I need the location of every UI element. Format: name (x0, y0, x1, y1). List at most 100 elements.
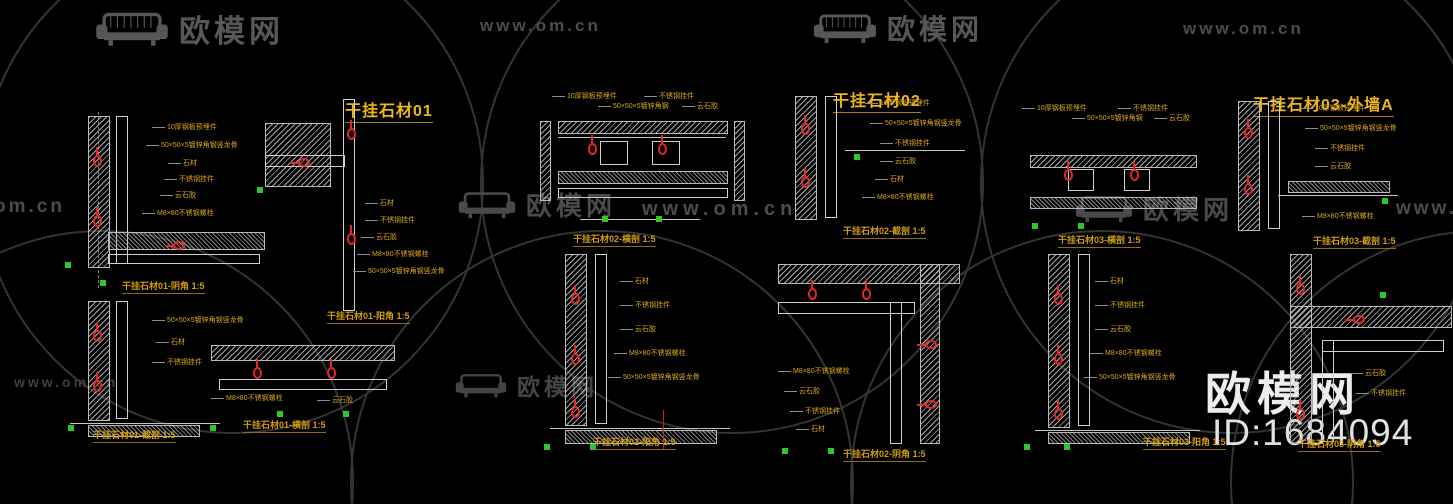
annotation-label: 不锈钢挂件 (365, 217, 415, 224)
anchor-bolt-icon (1054, 285, 1063, 305)
annotation-label: 50×50×5镀锌角钢竖龙骨 (1084, 374, 1176, 381)
dimension-line (580, 219, 700, 220)
stone-panel (1078, 254, 1090, 426)
wall-hatch (1048, 254, 1070, 428)
brand-watermark-text: 欧模网 (179, 14, 284, 49)
anchor-bolt-icon (801, 168, 810, 188)
detail-02-jiepou: 10厚钢板预埋件 50×50×5镀锌角钢竖龙骨 不锈钢挂件 云石胶 石材 M8×… (770, 90, 1005, 239)
stone-panel (595, 254, 607, 424)
big-brand-watermark: 欧模网 (1205, 368, 1361, 420)
url-watermark: www.om.cn (480, 16, 601, 35)
anchor-bolt-icon (93, 322, 102, 342)
annotation-label: M8×80不锈钢螺栓 (211, 395, 283, 402)
grip-point (1078, 223, 1084, 229)
detail-caption: 干挂石材02-阴角 1:5 (843, 447, 926, 462)
annotation-label: M8×80不锈钢螺栓 (142, 210, 214, 217)
url-watermark-partial: om.cn (0, 196, 65, 217)
annotation-label: 云石胶 (784, 388, 820, 395)
url-watermark: www.om.cn (642, 198, 798, 220)
detail-caption: 干挂石材03-阳角 1:5 (1143, 435, 1226, 450)
wall-hatch (1290, 254, 1312, 444)
brand-watermark: 欧模网 (95, 6, 284, 51)
sofa-icon (96, 12, 168, 46)
base-line (70, 423, 220, 424)
annotation-label: 云石胶 (1095, 326, 1131, 333)
stone-panel (890, 302, 902, 444)
grip-point (656, 216, 662, 222)
detail-01-yangjiao: 石材 不锈钢挂件 云石胶 M8×80不锈钢螺栓 50×50×5镀锌角钢竖龙骨 干… (255, 95, 465, 324)
annotation-label: 石材 (156, 339, 185, 346)
grip-point (277, 411, 283, 417)
anchor-bolt-icon (1130, 161, 1139, 181)
annotation-label: 石材 (875, 176, 904, 183)
annotation-label: 10厚钢板预埋件 (865, 100, 930, 107)
annotation-label: 云石胶 (682, 103, 718, 110)
line (845, 150, 965, 151)
wall-hatch (778, 264, 960, 284)
annotation-label: 50×50×5镀锌角钢竖龙骨 (152, 317, 244, 324)
anchor-bolt-icon (917, 340, 936, 349)
annotation-label: 50×50×5镀锌角钢竖龙骨 (608, 374, 700, 381)
grip-point (1064, 444, 1070, 450)
stone-hatch (558, 171, 728, 184)
anchor-bolt-icon (1244, 175, 1253, 195)
detail-03-yinjiao: 云石胶 不锈钢挂件 干挂石材03-阴角 1:5 (1230, 250, 1453, 452)
wall-hatch (558, 121, 728, 134)
sofa-icon (458, 191, 516, 218)
line (1278, 195, 1398, 196)
annotation-label: 云石胶 (880, 158, 916, 165)
annotation-label: 云石胶 (160, 192, 196, 199)
wall-hatch (565, 430, 717, 444)
annotation-label: M8×80不锈钢螺栓 (1090, 350, 1162, 357)
sofa-icon (455, 373, 507, 397)
wall-hatch (88, 116, 110, 268)
wall-hatch (1238, 101, 1260, 231)
anchor-bolt-icon (862, 280, 871, 300)
grip-point (343, 411, 349, 417)
anchor-bolt-icon (165, 241, 184, 250)
annotation-label: 不锈钢挂件 (880, 140, 930, 147)
detail-caption: 干挂石材03-截剖 1:5 (1313, 234, 1396, 249)
annotation-label: 云石胶 (361, 234, 397, 241)
detail-caption: 干挂石材01-阴角 1:5 (122, 279, 205, 294)
grip-point (100, 280, 106, 286)
stone-panel (778, 302, 915, 314)
grip-point (544, 444, 550, 450)
detail-01-jiepou: 50×50×5镀锌角钢竖龙骨 石材 不锈钢挂件 干挂石材01-截剖 1:5 (60, 297, 244, 445)
wall-hatch (734, 121, 745, 201)
annotation-label: 不锈钢挂件 (164, 176, 214, 183)
id-watermark: ID:1684094 (1212, 412, 1414, 453)
annotation-label: 不锈钢挂件 (644, 93, 694, 100)
annotation-label: 50×50×5镀锌角钢 (598, 103, 669, 110)
annotation-label: 石材 (796, 426, 825, 433)
anchor-bolt-icon (347, 120, 356, 140)
grip-point (854, 154, 860, 160)
grip-point (210, 425, 216, 431)
detail-caption: 干挂石材01-截剖 1:5 (93, 428, 176, 443)
sofa-icon (813, 13, 877, 43)
detail-caption: 干挂石材02-截剖 1:5 (843, 224, 926, 239)
wall-hatch (88, 425, 200, 437)
annotation-label: 不锈钢挂件 (152, 359, 202, 366)
annotation-label: 不锈钢挂件 (1118, 105, 1168, 112)
anchor-bolt-icon (1296, 275, 1305, 295)
detail-caption: 干挂石材03-阴角 1:5 (1298, 437, 1381, 452)
annotation-label: 不锈钢挂件 (620, 302, 670, 309)
stone-panel (108, 254, 260, 264)
grip-point (1380, 292, 1386, 298)
annotation-label: 不锈钢挂件 (1315, 145, 1365, 152)
wall-hatch (1048, 432, 1190, 444)
stone-panel (1322, 340, 1334, 442)
detail-03-hengpou: 10厚钢板预埋件 50×50×5镀锌角钢 不锈钢挂件 云石胶 干挂石材03-横剖… (1020, 105, 1205, 250)
wall-hatch (211, 345, 395, 361)
stone-panel (558, 188, 728, 198)
wall-hatch (1288, 181, 1390, 193)
stone-panel (116, 301, 128, 419)
wall-hatch (565, 254, 587, 426)
detail-02-hengpou: 10厚钢板预埋件 50×50×5镀锌角钢 不锈钢挂件 云石胶 干挂石材02-横剖… (540, 93, 745, 248)
hanger-slot (652, 141, 680, 165)
annotation-label: 10厚钢板预埋件 (1022, 105, 1087, 112)
detail-caption: 干挂石材02-阳角 1:5 (593, 435, 676, 450)
detail-caption: 干挂石材03-横剖 1:5 (1058, 233, 1141, 248)
